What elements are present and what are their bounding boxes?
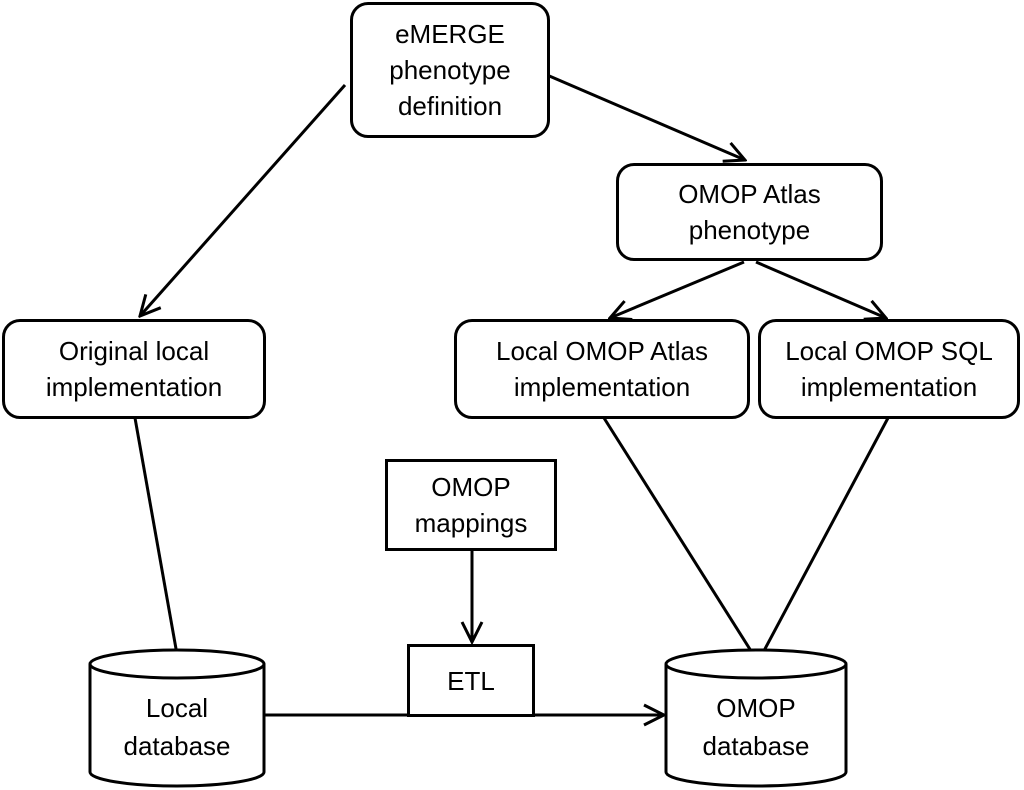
omop-database-label: OMOP database [666, 684, 846, 770]
emerge-label-line-2: phenotype [389, 55, 511, 85]
omop-database-line-2: database [702, 731, 810, 761]
local-omop-atlas-implementation-box: Local OMOP Atlas implementation [454, 319, 750, 419]
omop-atlas-phenotype-line-1: OMOP Atlas [678, 179, 821, 209]
omop-mappings-box: OMOP mappings [385, 459, 557, 551]
omop-database-cylinder [664, 648, 848, 788]
edge-emerge-to-original-local [140, 84, 347, 316]
omop-mappings-line-2: mappings [414, 508, 528, 538]
emerge-label-line-1: eMERGE [395, 19, 505, 49]
local-database-cylinder [88, 648, 266, 788]
omop-mappings-line-1: OMOP [431, 472, 511, 502]
local-omop-sql-impl-line-2: implementation [800, 372, 978, 402]
edge-atlas-to-local-atlas-impl [610, 260, 745, 318]
omop-database-line-1: OMOP [716, 693, 796, 723]
emerge-label-line-3: definition [397, 91, 503, 121]
edge-emerge-to-omop-atlas [546, 73, 745, 160]
etl-label: ETL [447, 665, 495, 696]
local-database-label: Local database [90, 684, 264, 770]
original-local-implementation-box: Original local implementation [2, 319, 266, 419]
edge-local-sql-impl-to-omop-db [756, 417, 890, 663]
original-local-impl-line-2: implementation [45, 372, 223, 402]
local-omop-sql-implementation-box: Local OMOP SQL implementation [758, 319, 1020, 419]
omop-atlas-phenotype-box: OMOP Atlas phenotype [616, 163, 883, 261]
emerge-phenotype-definition-box: eMERGE phenotype definition [350, 2, 550, 138]
etl-box: ETL [407, 644, 535, 717]
omop-atlas-phenotype-line-2: phenotype [688, 215, 811, 245]
local-database-line-2: database [123, 731, 231, 761]
local-omop-atlas-impl-line-2: implementation [513, 372, 691, 402]
local-omop-sql-impl-line-1: Local OMOP SQL [785, 336, 993, 366]
original-local-impl-line-1: Original local [58, 336, 210, 366]
local-database-line-1: Local [145, 693, 209, 723]
edge-original-to-local-db [133, 417, 180, 661]
edge-local-atlas-impl-to-omop-db [602, 417, 760, 663]
local-omop-atlas-impl-line-1: Local OMOP Atlas [496, 336, 708, 366]
edge-atlas-to-local-sql-impl [755, 260, 886, 318]
